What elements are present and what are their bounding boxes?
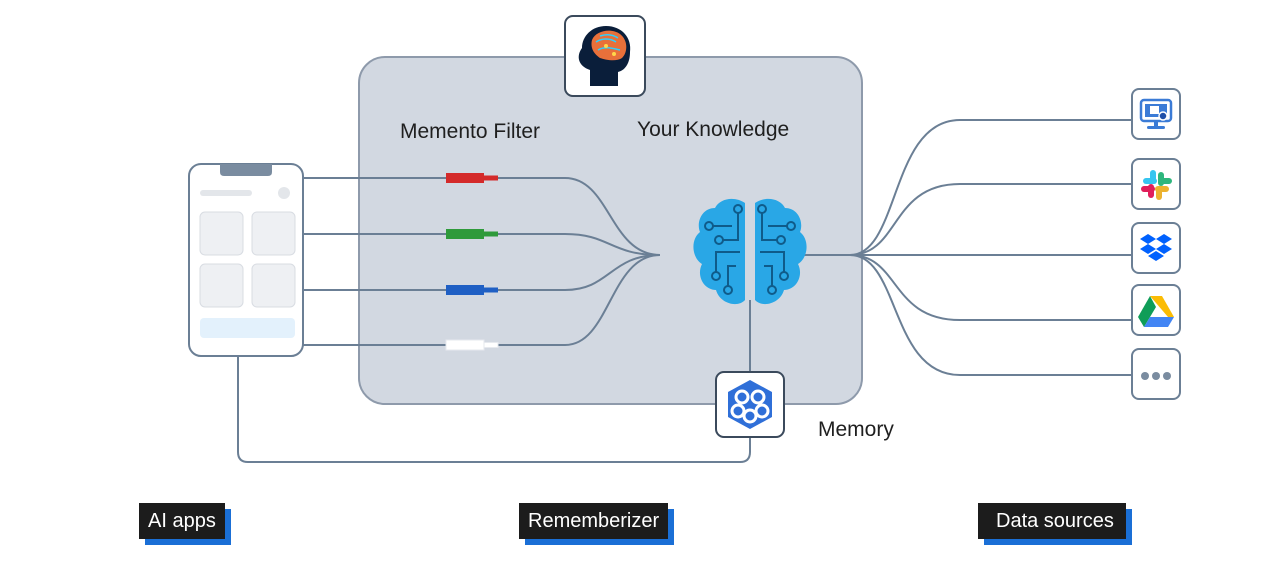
- memento-filter-label: Memento Filter: [400, 120, 541, 143]
- monitor-icon: [1139, 98, 1173, 129]
- more-icon: [1141, 372, 1171, 380]
- memory-label: Memory: [818, 418, 894, 441]
- app-to-brain-lines: [303, 177, 661, 346]
- data-source-slack[interactable]: [1131, 158, 1181, 210]
- filter-plug-blue: [446, 285, 498, 295]
- filter-plug-white: [445, 339, 499, 351]
- brain-icon: [693, 198, 807, 305]
- slack-icon: [1141, 170, 1172, 200]
- rememberizer-tag: Rememberizer: [519, 503, 669, 539]
- data-sources-tag: Data sources: [978, 503, 1126, 539]
- brain-to-source-lines: [800, 119, 1131, 376]
- your-knowledge-label: Your Knowledge: [637, 118, 790, 141]
- memory-logo: [715, 371, 785, 438]
- data-source-google-drive[interactable]: [1131, 284, 1181, 336]
- head-brain-logo: [564, 15, 646, 97]
- memory-lines: [237, 300, 751, 463]
- data-source-monitor[interactable]: [1131, 88, 1181, 140]
- dropbox-icon: [1140, 234, 1172, 261]
- data-source-more[interactable]: [1131, 348, 1181, 400]
- filter-plug-green: [446, 229, 498, 239]
- memento-filters: [445, 173, 499, 351]
- ai-apps-tag: AI apps: [139, 503, 225, 539]
- phone-illustration: [188, 163, 304, 357]
- data-source-dropbox[interactable]: [1131, 222, 1181, 274]
- google-drive-icon: [1138, 296, 1174, 327]
- filter-plug-red: [446, 173, 498, 183]
